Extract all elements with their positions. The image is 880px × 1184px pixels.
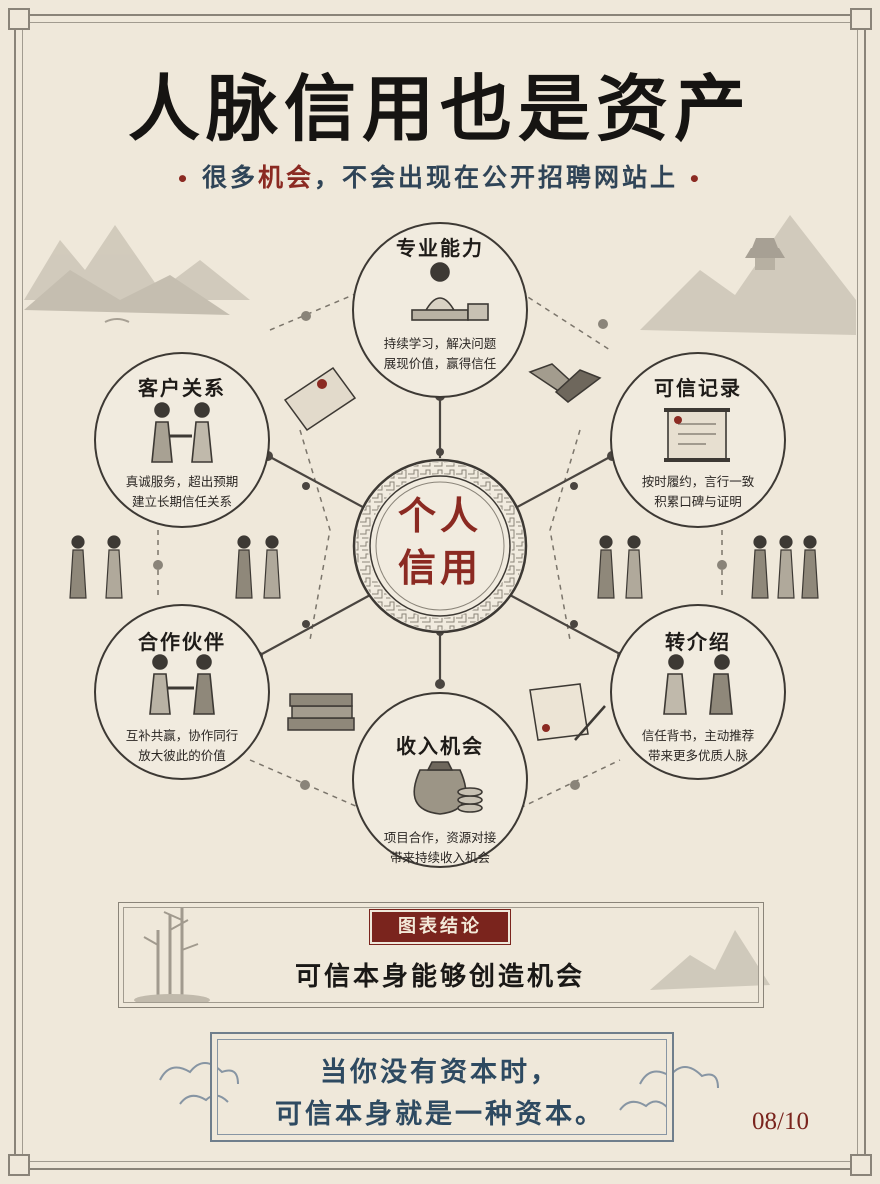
- conclusion-badge: 图表结论: [372, 912, 508, 942]
- frame-corner: [8, 1154, 30, 1176]
- desc-line: 建立长期信任关系: [131, 494, 232, 509]
- mountain-bottom-right-icon: [650, 930, 770, 990]
- node-desc-referral: 信任背书，主动推荐 带来更多优质人脉: [613, 726, 783, 766]
- scroll-document-icon: [664, 408, 730, 462]
- desc-line: 项目合作，资源对接: [383, 830, 497, 845]
- quote-line-2: 可信本身就是一种资本。: [275, 1099, 605, 1130]
- desc-line: 带来持续收入机会: [389, 850, 490, 865]
- bamboo-icon: [134, 905, 210, 1006]
- node-desc-record: 按时履约，言行一致 积累口碑与证明: [613, 472, 783, 512]
- conclusion-text: 可信本身能够创造机会: [294, 962, 585, 992]
- cloud-right-icon: [619, 1066, 719, 1111]
- subtitle-highlight: 机会: [257, 163, 314, 192]
- quote-line-1: 当你没有资本时，: [320, 1057, 560, 1088]
- node-title-referral: 转介绍: [665, 630, 731, 654]
- frame-corner: [850, 1154, 872, 1176]
- standing-figures-icon: [69, 535, 819, 599]
- inner-frame: [22, 22, 858, 1162]
- mountain-left-icon: [24, 225, 250, 323]
- desc-line: 放大彼此的价值: [138, 748, 226, 763]
- money-bag-coins-icon: [413, 761, 483, 815]
- referral-conversation-icon: [663, 654, 733, 715]
- desc-line: 按时履约，言行一致: [641, 474, 755, 489]
- subtitle-pre: 很多: [201, 163, 258, 192]
- connector-dots: [153, 311, 727, 790]
- subtitle-post: ，不会出现在公开招聘网站上: [314, 163, 679, 192]
- mountain-right-pavilion-icon: [640, 215, 856, 335]
- desc-line: 信任背书，主动推荐: [641, 728, 755, 743]
- desc-line: 带来更多优质人脉: [647, 748, 748, 763]
- outer-frame: [14, 14, 866, 1170]
- node-circle-left-top: [94, 352, 270, 528]
- node-desc-professional: 持续学习，解决问题 展现价值，赢得信任: [355, 334, 525, 374]
- quote-panel: [210, 1032, 674, 1142]
- node-title-professional: 专业能力: [396, 236, 484, 260]
- desc-line: 持续学习，解决问题: [383, 336, 497, 351]
- node-title-partner: 合作伙伴: [138, 630, 226, 654]
- node-title-client: 客户关系: [138, 376, 226, 400]
- bullet-dot-icon: •: [688, 167, 704, 191]
- frame-corner: [8, 8, 30, 30]
- center-line: 个人: [397, 493, 482, 538]
- cloud-left-icon: [159, 1062, 239, 1105]
- conclusion-panel: [118, 902, 764, 1008]
- desc-line: 真诚服务，超出预期: [125, 474, 239, 489]
- desc-line: 互补共赢，协作同行: [125, 728, 239, 743]
- desc-line: 积累口碑与证明: [654, 494, 742, 509]
- page-number: 08/10: [752, 1108, 809, 1135]
- node-circle-left-bottom: [94, 604, 270, 780]
- center-label: 个人 信用: [380, 490, 500, 594]
- scholar-writing-icon: [411, 262, 489, 321]
- node-circle-right-bottom: [610, 604, 786, 780]
- stacked-books-icon: [287, 693, 355, 731]
- people-handshake-icon: [151, 402, 213, 463]
- node-title-record: 可信记录: [654, 376, 742, 400]
- node-desc-partner: 互补共赢，协作同行 放大彼此的价值: [97, 726, 267, 766]
- contract-quill-icon: [529, 683, 606, 741]
- node-title-income: 收入机会: [396, 734, 484, 758]
- center-medallion: [352, 458, 528, 634]
- page-title: 人脉信用也是资产: [127, 66, 752, 151]
- partners-handshake-icon: [149, 654, 215, 715]
- frame-corner: [850, 8, 872, 30]
- node-desc-client: 真诚服务，超出预期 建立长期信任关系: [97, 472, 267, 512]
- bullet-dot-icon: •: [176, 167, 192, 191]
- desc-line: 展现价值，赢得信任: [383, 356, 497, 371]
- handshake-icon: [528, 363, 602, 403]
- page-subtitle: • 很多机会，不会出现在公开招聘网站上 •: [0, 158, 880, 194]
- center-line: 信用: [397, 545, 482, 590]
- sealed-letter-icon: [283, 366, 357, 432]
- node-desc-income: 项目合作，资源对接 带来持续收入机会: [355, 828, 525, 868]
